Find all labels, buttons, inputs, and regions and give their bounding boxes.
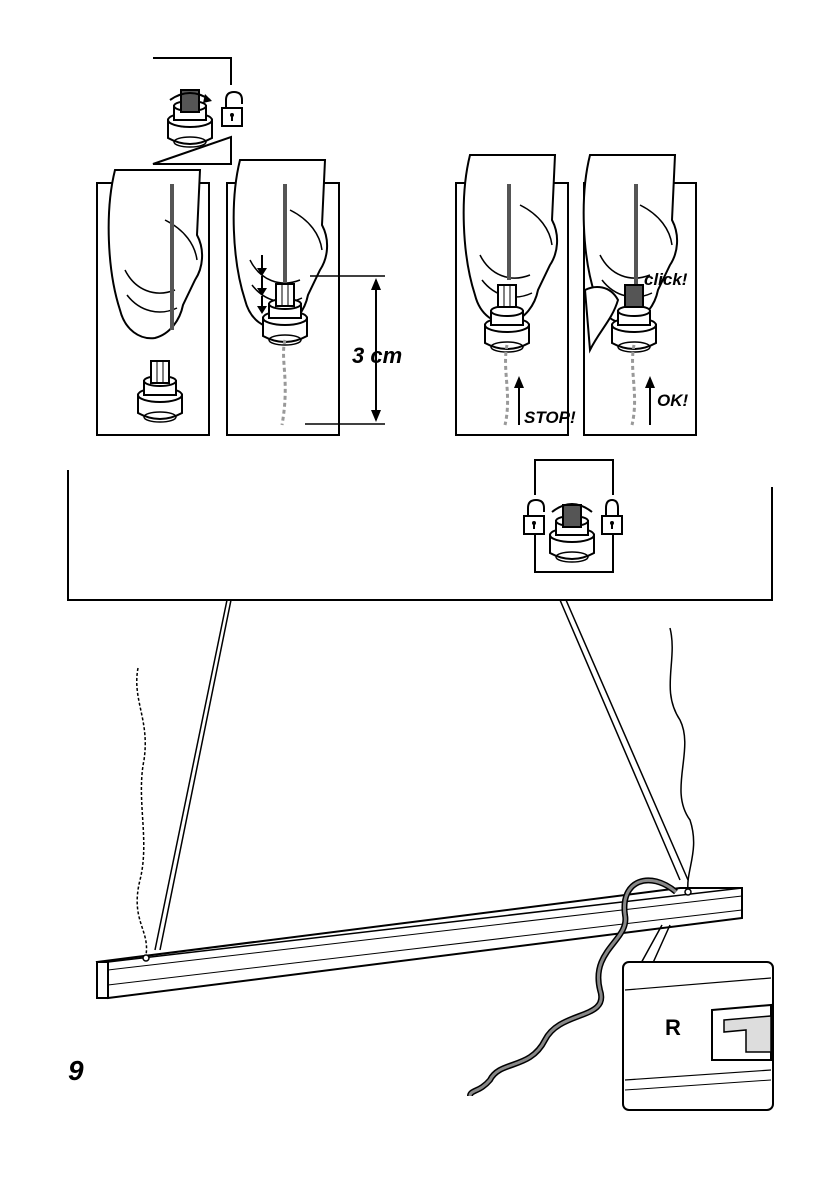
callout-frame: [68, 470, 772, 950]
lock-unlock-detail-panel: [524, 460, 622, 572]
step-panel-4: click! OK!: [584, 155, 696, 435]
step-panel-1: [97, 170, 209, 435]
ok-label: OK!: [657, 391, 689, 410]
step-panel-3: STOP!: [456, 155, 576, 435]
right-end-detail-inset: R: [623, 962, 773, 1110]
step-panel-2: [227, 160, 339, 435]
step-number: 9: [68, 1055, 84, 1086]
lock-open-icon: [222, 92, 242, 126]
side-marker-label: R: [665, 1015, 681, 1040]
lock-open-icon: [524, 500, 544, 534]
lock-closed-icon: [602, 500, 622, 534]
measurement-label: 3 cm: [352, 343, 402, 368]
stop-label: STOP!: [524, 408, 576, 427]
unlock-detail-panel: [153, 58, 242, 164]
click-label: click!: [644, 270, 688, 289]
